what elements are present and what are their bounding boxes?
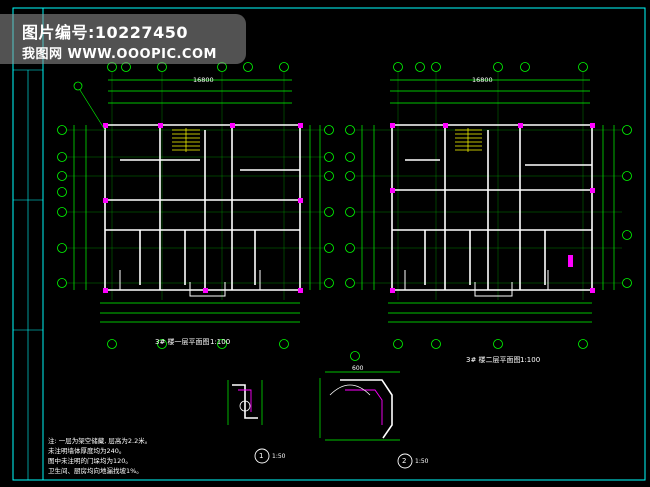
- watermark-id: 图片编号:10227450: [22, 23, 188, 42]
- note-line-2: 未注明墙体厚度均为240。: [48, 447, 126, 455]
- detail-1-scale: 1:50: [272, 453, 286, 460]
- left-floor-plan: [57, 62, 334, 349]
- detail-2-scale: 1:50: [415, 458, 429, 465]
- watermark-banner: [0, 14, 246, 64]
- watermark-site: 我图网 WWW.OOOPIC.COM: [22, 47, 217, 62]
- left-plan-title: 3# 楼一层平面图: [155, 338, 210, 346]
- note-line-3: 图中未注明的门垛均为120。: [48, 457, 132, 465]
- detail-2-number: 2: [402, 457, 407, 465]
- left-plan-total-dim: 16800: [193, 76, 214, 84]
- left-plan-scale: 1:100: [210, 338, 231, 346]
- detail-2-drawing: [319, 351, 413, 469]
- detail-1-drawing: [227, 380, 270, 464]
- right-plan-scale: 1:100: [520, 356, 541, 364]
- note-line-1: 注: 一层为架空储藏, 层高为2.2米。: [48, 437, 152, 445]
- sheet-frame: [12, 7, 646, 481]
- detail-dim: 600: [352, 365, 364, 372]
- right-floor-plan: [345, 62, 632, 349]
- right-plan-title: 3# 楼二层平面图: [466, 356, 521, 364]
- note-line-4: 卫生间、厨房均向地漏找坡1%。: [48, 467, 143, 475]
- right-plan-total-dim: 16800: [472, 76, 493, 84]
- detail-1-number: 1: [259, 452, 264, 460]
- inner-border: [42, 7, 646, 481]
